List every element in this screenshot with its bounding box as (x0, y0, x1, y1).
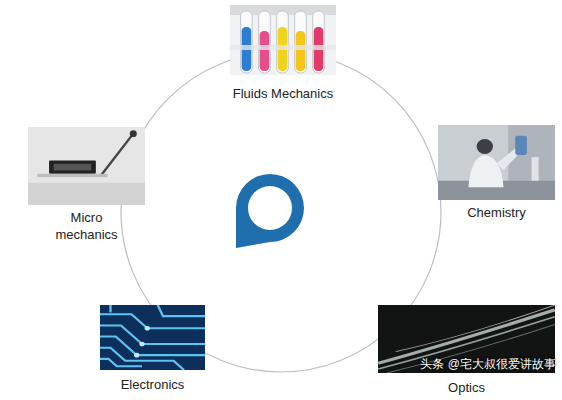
chemistry-item: Chemistry (438, 125, 555, 221)
watermark: 头条 @宅大叔很爱讲故事 (420, 356, 556, 373)
photo-thumbnail (100, 305, 205, 370)
field-label: Optics (417, 379, 517, 396)
photo-thumbnail (438, 125, 555, 200)
photo-thumbnail (230, 5, 336, 75)
micro-mechanics-item: Micro mechanics (28, 127, 145, 243)
field-label: Electronics (100, 376, 205, 393)
speech-bubble-logo (236, 174, 304, 248)
field-label: Micro mechanics (43, 209, 131, 243)
electronics-item: Electronics (100, 305, 205, 393)
field-label: Fluids Mechanics (213, 85, 353, 102)
field-label: Chemistry (438, 204, 555, 221)
fluids-item: Fluids Mechanics (230, 5, 336, 102)
photo-thumbnail (28, 127, 145, 205)
optics-item: Optics (378, 305, 555, 396)
